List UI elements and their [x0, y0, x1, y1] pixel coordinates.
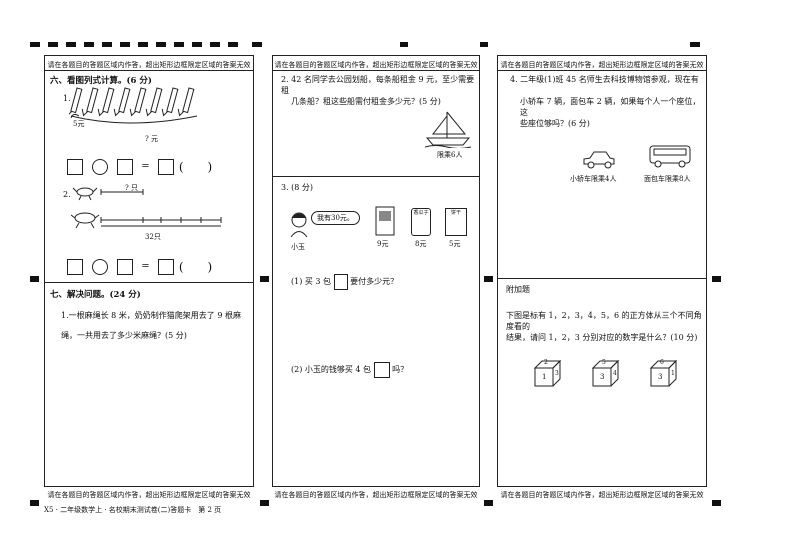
section-7-title: 七、解决问题。(24 分)	[50, 290, 141, 300]
van-icon	[649, 145, 691, 168]
answer-box[interactable]	[157, 158, 174, 175]
page-footer: X5 · 二年级数学上 · 名校期末测试卷(二)答题卡 第 2 页	[44, 506, 222, 514]
equation-row-2: = ( )	[67, 256, 212, 275]
equation-row-1: = ( )	[67, 156, 212, 175]
extra-question-line-2: 结果，请问 1，2，3 分别对应的数字是什么？(10 分)	[506, 333, 698, 342]
cube-views: 2 1 3 5 3 4 6 3 1	[532, 358, 682, 392]
insects-illustration	[71, 187, 222, 229]
melon-seeds-label: 香瓜子	[413, 210, 429, 216]
boat-icon	[425, 111, 471, 148]
extra-question-title: 附加题	[506, 285, 530, 294]
sub-question-1-text: (1) 买 3 包	[291, 277, 332, 286]
car-icon	[583, 151, 615, 169]
pencils-illustration	[69, 87, 198, 124]
question-7-1-line-2: 绳，一共用去了多少米麻绳？(5 分)	[61, 331, 187, 340]
boat-caption: 限乘6人	[437, 151, 463, 159]
operator-circle[interactable]	[92, 258, 109, 275]
sub-question-1-end: 要付多少元？	[350, 277, 399, 286]
question-2-line-2: 几条船？租这些船需付租金多少元？(5 分)	[291, 97, 441, 106]
melon-seeds-pack: 香瓜子	[411, 208, 431, 236]
column-notice-top: 请在各题目的答题区域内作答，超出矩形边框限定区域的答案无效	[47, 61, 251, 69]
answer-column-3: 请在各题目的答题区域内作答，超出矩形边框限定区域的答案无效 4. 二年级(1)班…	[497, 55, 707, 499]
operator-circle[interactable]	[92, 158, 109, 175]
sub-question-2-text: (2) 小玉的钱够买 4 包	[291, 365, 372, 374]
section-6-title: 六、看图列式计算。(6 分)	[50, 76, 152, 86]
answer-column-2: 请在各题目的答题区域内作答，超出矩形边框限定区域的答案无效 2. 42 名同学去…	[272, 55, 480, 499]
column-notice-bottom: 请在各题目的答题区域内作答，超出矩形边框限定区域的答案无效	[500, 491, 704, 499]
question-4-line-3: 些座位够吗？(6 分)	[520, 119, 590, 128]
van-caption: 面包车限乘8人	[644, 175, 691, 183]
girl-name: 小玉	[291, 243, 305, 251]
insect-question-label: ? 只	[125, 184, 138, 192]
price-3: 5元	[449, 240, 461, 248]
price-1: 9元	[377, 240, 389, 248]
girl-icon	[290, 212, 308, 238]
answer-box[interactable]	[67, 258, 83, 275]
question-2-line-1: 2. 42 名同学去公园划船，每条船租金 9 元，至少需要租	[281, 75, 475, 95]
sub-question-2: (2) 小玉的钱够买 4 包 吗？	[291, 362, 408, 378]
cookie-label: 饼干	[450, 210, 461, 216]
question-6-1-number: 1.	[63, 94, 71, 103]
speech-bubble: 我有30元。	[311, 211, 360, 225]
pencil-question-label: ? 元	[145, 135, 158, 143]
question-3-title: 3. (8 分)	[281, 183, 314, 192]
snack-bag-icon	[375, 206, 395, 236]
answer-box[interactable]	[157, 258, 174, 275]
answer-column-1: 请在各题目的答题区域内作答，超出矩形边框限定区域的答案无效 六、看图列式计算。(…	[44, 55, 254, 499]
snack-bag-small-icon	[333, 274, 348, 290]
price-2: 8元	[415, 240, 427, 248]
column-notice-top: 请在各题目的答题区域内作答，超出矩形边框限定区域的答案无效	[274, 61, 478, 69]
answer-box[interactable]	[117, 158, 134, 175]
extra-question-line-1: 下图是标有 1，2，3，4，5，6 的正方体从三个不同角度看的	[506, 311, 702, 331]
answer-box[interactable]	[67, 158, 83, 175]
answer-box[interactable]	[117, 258, 134, 275]
pencil-price-label: 5元	[73, 120, 85, 128]
insect-total-label: 32只	[145, 233, 161, 241]
question-4-line-2: 小轿车 7 辆，面包车 2 辆，如果每个人一个座位，这	[520, 97, 701, 117]
column-notice-bottom: 请在各题目的答题区域内作答，超出矩形边框限定区域的答案无效	[274, 491, 478, 499]
column-notice-top: 请在各题目的答题区域内作答，超出矩形边框限定区域的答案无效	[500, 61, 704, 69]
question-4-line-1: 4. 二年级(1)班 45 名师生去科技博物馆参观，现在有	[510, 75, 699, 84]
sub-question-1: (1) 买 3 包 要付多少元？	[291, 274, 398, 290]
car-caption: 小轿车限乘4人	[570, 175, 617, 183]
cookie-small-icon	[373, 362, 390, 378]
sub-question-2-end: 吗？	[392, 365, 409, 374]
question-7-1-line-1: 1.一根麻绳长 8 米，奶奶制作猫爬架用去了 9 根麻	[61, 311, 241, 320]
column-notice-bottom: 请在各题目的答题区域内作答，超出矩形边框限定区域的答案无效	[47, 491, 251, 499]
cookie-pack: 饼干	[445, 208, 467, 236]
question-6-2-number: 2.	[63, 190, 71, 199]
